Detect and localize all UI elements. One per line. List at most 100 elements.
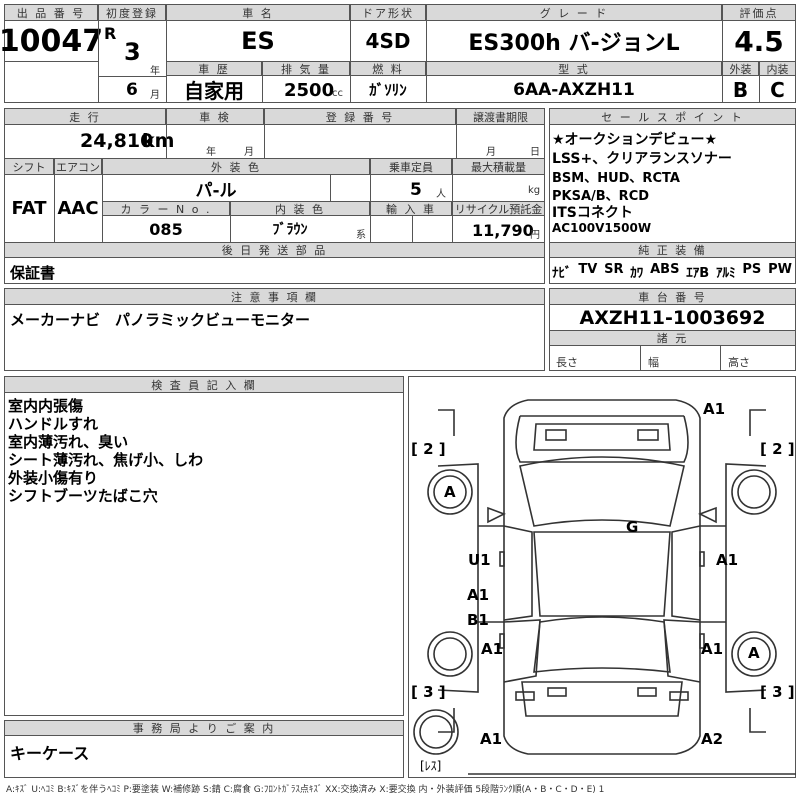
capacity: 5 — [410, 180, 422, 200]
fuel: ｶﾞｿﾘﾝ — [369, 81, 407, 99]
chassis-label: 車 台 番 号 — [549, 288, 796, 305]
damage-mark: A1 — [716, 551, 739, 569]
sales-line: AC100V1500W — [552, 221, 652, 235]
recycle-label: リサイクル預託金 — [452, 201, 545, 216]
import-label: 輸 入 車 — [370, 201, 452, 216]
sales-line: LSS+、クリアランスソナー — [552, 151, 732, 167]
fuel-label: 燃 料 — [350, 61, 426, 76]
car-name: ES — [241, 27, 275, 55]
chassis-number: AXZH11-1003692 — [579, 306, 766, 329]
equipment-item: ABS — [650, 262, 680, 277]
damage-mark: A2 — [701, 730, 724, 748]
grade-label: グ レ ー ド — [426, 4, 722, 21]
diagram-frame — [408, 376, 796, 778]
equipment-item: ｴｱB — [686, 266, 710, 281]
ac-label: エアコン — [54, 158, 102, 175]
sales-line: ★オークションデビュー★ — [552, 132, 718, 148]
int-label: 内装 — [759, 61, 796, 76]
mileage-label: 走 行 — [4, 108, 166, 125]
sales-line: BSM、HUD、RCTA — [552, 171, 680, 186]
later-parts: 保証書 — [10, 264, 56, 282]
lot-label: 出 品 番 号 — [4, 4, 98, 21]
height-label: 高さ — [728, 356, 750, 369]
shift-label: シフト — [4, 158, 54, 175]
transfer-month: 月 — [486, 147, 496, 158]
reg-month: 6 — [126, 80, 138, 100]
spec-label: 諸 元 — [549, 330, 796, 346]
damage-mark: A1 — [480, 730, 503, 748]
color-number: 085 — [149, 219, 183, 239]
inspector-line: ハンドルすれ — [8, 415, 99, 433]
tire-mark: A — [748, 644, 760, 662]
equipment-item: ﾅﾋﾞ — [552, 266, 572, 281]
aircon: AAC — [57, 198, 99, 219]
interior-label: 内 装 色 — [230, 201, 370, 216]
inspection-year: 年 — [206, 147, 216, 158]
damage-mark: A1 — [703, 400, 726, 418]
model-label: 型 式 — [426, 61, 722, 76]
notes-label: 注 意 事 項 欄 — [4, 288, 545, 305]
exterior-color: パ-ル — [195, 180, 237, 201]
year-unit: 年 — [150, 66, 160, 77]
history: 自家用 — [184, 79, 244, 103]
sales-line: ITSコネクト — [552, 205, 633, 221]
interior-color: ﾌﾞﾗｳﾝ — [272, 222, 308, 238]
equipment-list: ﾅﾋﾞ TV SR ｶﾜ ABS ｴｱB ｱﾙﾐ PS PW — [552, 262, 792, 281]
plate-label: 登 録 番 号 — [264, 108, 456, 125]
history-label: 車 歴 — [166, 61, 262, 76]
later-parts-label: 後 日 発 送 部 品 — [4, 242, 545, 258]
capacity-label: 乗車定員 — [370, 158, 452, 175]
model-code: 6AA-AXZH11 — [513, 79, 635, 100]
cc-unit: cc — [332, 88, 343, 99]
bracket-front-right: [ 2 ] — [760, 440, 795, 458]
sales-label: セ ー ル ス ポ イ ン ト — [549, 108, 796, 125]
equipment-label: 純 正 装 備 — [549, 242, 796, 258]
tire-mark: A — [444, 483, 456, 501]
color-label: 外 装 色 — [102, 158, 370, 175]
office-label: 事 務 局 よ り ご 案 内 — [4, 720, 404, 736]
bracket-front-left: [ 2 ] — [411, 440, 446, 458]
inspector-line: シフトブーツたばこ穴 — [8, 487, 158, 505]
ext-label: 外装 — [722, 61, 759, 76]
damage-mark: A1 — [481, 640, 504, 658]
length-label: 長さ — [556, 356, 578, 369]
inspector-label: 検 査 員 記 入 欄 — [4, 376, 404, 393]
equipment-item: PW — [768, 262, 792, 277]
damage-mark: B1 — [467, 611, 489, 629]
month-unit: 月 — [150, 90, 160, 101]
door-label: ドア形状 — [350, 4, 426, 21]
damage-mark: G — [626, 518, 639, 536]
equipment-item: TV — [578, 262, 598, 277]
load-unit: kg — [528, 185, 541, 196]
equipment-item: ｶﾜ — [630, 266, 644, 281]
color-no-label: カ ラ ー N o . — [102, 201, 230, 216]
equipment-item: SR — [604, 262, 624, 277]
legend: A:ｷｽﾞ U:ﾍｺﾐ B:ｷｽﾞを伴うﾍｺﾐ P:要塗装 W:補修跡 S:錆 … — [6, 785, 605, 795]
reg-year: 3 — [124, 38, 141, 66]
damage-mark: U1 — [468, 551, 491, 569]
inspector-line: 室内薄汚れ、臭い — [8, 433, 129, 451]
sales-line: PKSA/B、RCD — [552, 189, 650, 204]
inspector-line: シート薄汚れ、焦げ小、しわ — [8, 451, 204, 469]
inspection-label: 車 検 — [166, 108, 264, 125]
equipment-item: PS — [742, 262, 762, 277]
bracket-rear-right: [ 3 ] — [760, 683, 795, 701]
capacity-unit: 人 — [436, 189, 446, 200]
ext-score: B — [732, 77, 749, 102]
interior-unit: 系 — [356, 230, 366, 241]
recycle-unit: 円 — [530, 230, 540, 241]
equipment-item: ｱﾙﾐ — [716, 266, 736, 281]
first-reg-label: 初度登録 — [98, 4, 166, 21]
inspection-month: 月 — [244, 147, 254, 158]
int-score: C — [770, 77, 785, 102]
shift: FAT — [11, 198, 47, 219]
score-label: 評価点 — [722, 4, 796, 21]
car-body-diagram — [413, 399, 796, 775]
displacement: 2500 — [284, 80, 335, 101]
notes-text: メーカーナビ パノラミックビューモニター — [10, 311, 311, 329]
width-label: 幅 — [648, 356, 659, 369]
mileage-unit: km — [142, 130, 175, 152]
name-label: 車 名 — [166, 4, 350, 21]
bracket-rear-left: [ 3 ] — [411, 683, 446, 701]
transfer-day: 日 — [530, 147, 540, 158]
